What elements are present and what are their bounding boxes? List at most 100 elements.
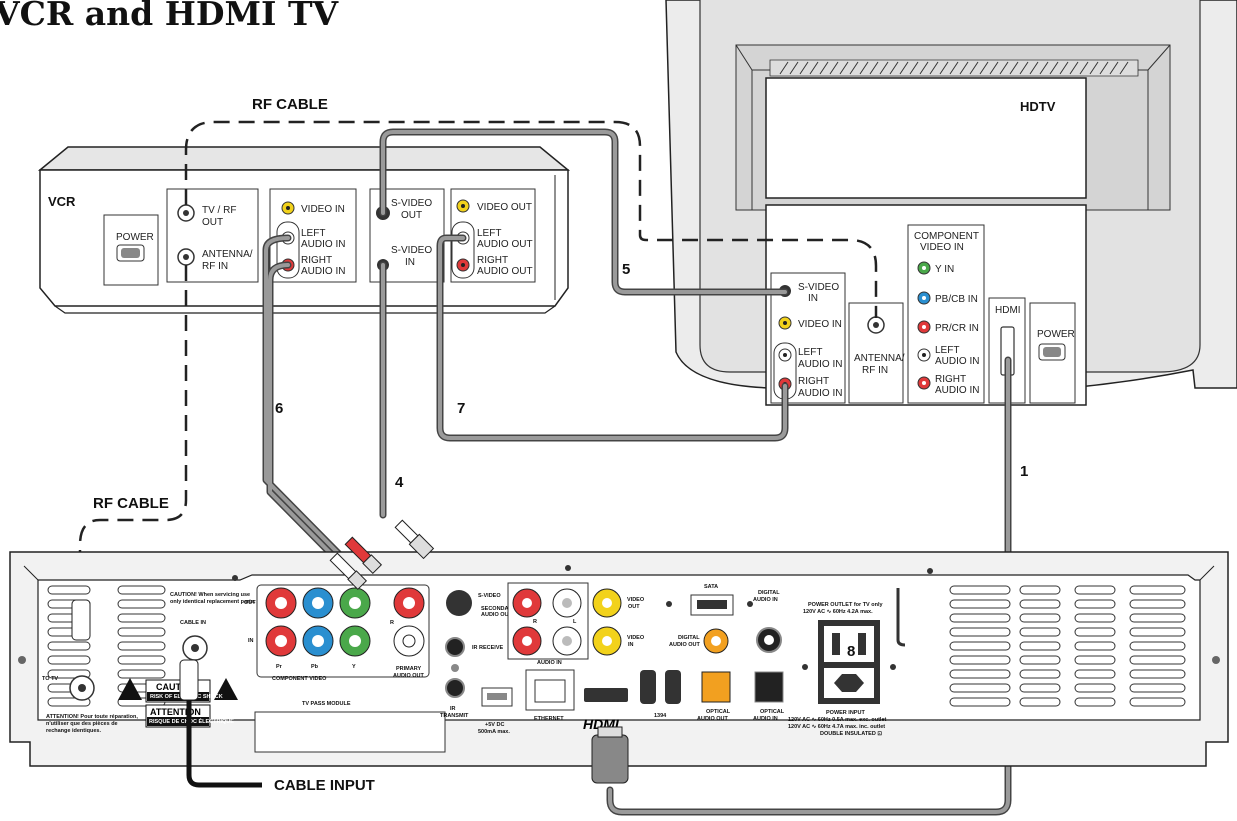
vent-slot (1129, 641, 1186, 651)
attention-note-1: ATTENTION! Pour toute réparation, (46, 714, 138, 720)
firewire-port-icon (665, 670, 681, 704)
vent-slot (1074, 669, 1116, 679)
vent-slot (1074, 627, 1116, 637)
caution-box-label: CAUTION (156, 682, 197, 692)
secondary-audio-label-2: AUDIO OUT (481, 612, 513, 618)
tv-power-label: POWER (1037, 329, 1075, 340)
vcr-left-audio-out-label-1: LEFT (477, 228, 501, 239)
primary-audio-out-label-2: AUDIO OUT (393, 673, 425, 679)
rf-cable-top-label: RF CABLE (252, 96, 328, 113)
vcr-left-audio-in-label-2: AUDIO IN (301, 239, 345, 250)
tv-pr-in-label: PR/CR IN (935, 323, 979, 334)
box-svideo-label: S-VIDEO (478, 593, 501, 599)
vent-slot (1019, 585, 1061, 595)
tv-component-label-2: VIDEO IN (920, 242, 964, 253)
tv-pass-module-label: TV PASS MODULE (302, 701, 351, 707)
tv-component-label-1: COMPONENT (914, 231, 979, 242)
vent-slot (1019, 641, 1061, 651)
cable-plugs (71, 519, 629, 784)
to-tv-label: TO TV (42, 676, 58, 682)
ir-transmit-port-icon (445, 678, 465, 698)
power-input-label-4: DOUBLE INSULATED ⊡ (820, 731, 882, 737)
vcr-video-in-label: VIDEO IN (301, 204, 345, 215)
page-title: VCR and HDMI TV (0, 0, 339, 33)
cable-input-wire (186, 700, 262, 788)
vent-slot (1074, 599, 1116, 609)
vent-slot (47, 641, 91, 651)
tv-antenna-label-2: RF IN (862, 365, 888, 376)
vent-slot (1019, 599, 1061, 609)
ir-receive-label: IR RECEIVE (472, 645, 504, 651)
tv-video-in-label: VIDEO IN (798, 319, 842, 330)
vent-slot (949, 627, 1011, 637)
pr-label: Pr (276, 664, 283, 670)
vcr-right-audio-out-label-1: RIGHT (477, 255, 508, 266)
vent-slot (117, 585, 166, 595)
tv-svideo-in-label-1: S-VIDEO (798, 282, 839, 293)
rf-cables (78, 120, 878, 600)
cable-number-1: 1 (1020, 463, 1028, 480)
ethernet-label: ETHERNET (534, 716, 564, 722)
vent-slot (949, 683, 1011, 693)
vent-slot (117, 627, 166, 637)
ir-transmit-label-2: TRANSMIT (440, 713, 469, 719)
cable-number-5: 5 (622, 261, 630, 278)
caution-note-2: only identical replacement parts. (170, 599, 256, 605)
optical-audio-out-port-icon (701, 671, 731, 703)
attention-note-3: rechange identiques. (46, 728, 101, 734)
vcr-svideo-out-label-1: S-VIDEO (391, 198, 432, 209)
audio-in-label: AUDIO IN (537, 660, 562, 666)
vent-slot (1129, 613, 1186, 623)
vcr-left-audio-out-label-2: AUDIO OUT (477, 239, 533, 250)
vcr-antenna-label-1: ANTENNA/ (202, 249, 253, 260)
power-input-label-3: 120V AC ∿ 60Hz 4.7A max. inc. outlet (788, 724, 885, 730)
optical-in-label-1: OPTICAL (760, 709, 785, 715)
tv-svideo-in-label-2: IN (808, 293, 818, 304)
vent-slot (949, 599, 1011, 609)
video-out-label-2: OUT (628, 604, 640, 610)
vent-slot (1019, 627, 1061, 637)
attention-box-label: ATTENTION (150, 707, 201, 717)
video-in-label-2: IN (628, 642, 634, 648)
sata-label: SATA (704, 584, 718, 590)
vent-slot (1019, 613, 1061, 623)
port-1394-label: 1394 (654, 713, 667, 719)
pb-label: Pb (311, 664, 319, 670)
tv-comp-right-label-2: AUDIO IN (935, 385, 979, 396)
vent-slot (47, 585, 91, 595)
optical-in-label-2: AUDIO IN (753, 716, 778, 722)
secondary-audio-label-1: SECONDARY (481, 606, 516, 612)
vcr-video-out-label: VIDEO OUT (477, 202, 532, 213)
vent-slot (949, 655, 1011, 665)
optical-out-label-1: OPTICAL (706, 709, 731, 715)
power-outlet-label-1: POWER OUTLET for TV only (808, 602, 883, 608)
component-in-label: IN (248, 638, 254, 644)
vent-slot (1129, 585, 1186, 595)
vent-slot (1129, 683, 1186, 693)
firewire-port-icon (640, 670, 656, 704)
vcr-right-audio-in-label-2: AUDIO IN (301, 266, 345, 277)
vent-slot (1074, 655, 1116, 665)
hdtv-label: HDTV (1020, 99, 1056, 114)
tv-right-audio-label-1: RIGHT (798, 376, 829, 387)
vent-slot (1019, 697, 1061, 707)
composite-jacks (512, 588, 622, 656)
component-r-label: R (390, 620, 394, 626)
vent-slot (1129, 599, 1186, 609)
vent-slot (117, 655, 166, 665)
primary-audio-out-label-1: PRIMARY (396, 666, 421, 672)
vent-slot (1129, 627, 1186, 637)
vcr-right-audio-in-label-1: RIGHT (301, 255, 332, 266)
tv-comp-left-label-2: AUDIO IN (935, 356, 979, 367)
component-out-label: OUT (244, 600, 256, 606)
warning-triangle-icon (214, 678, 238, 700)
vent-slot (117, 599, 166, 609)
vcr-power-label: POWER (116, 232, 154, 243)
vent-slot (1129, 669, 1186, 679)
tv-hdmi-label: HDMI (995, 305, 1021, 316)
digital-audio-out-label-2: AUDIO OUT (669, 642, 701, 648)
hdmi-port-icon (584, 688, 628, 702)
rf-cable-bottom-label: RF CABLE (93, 495, 169, 512)
vent-slot (949, 641, 1011, 651)
